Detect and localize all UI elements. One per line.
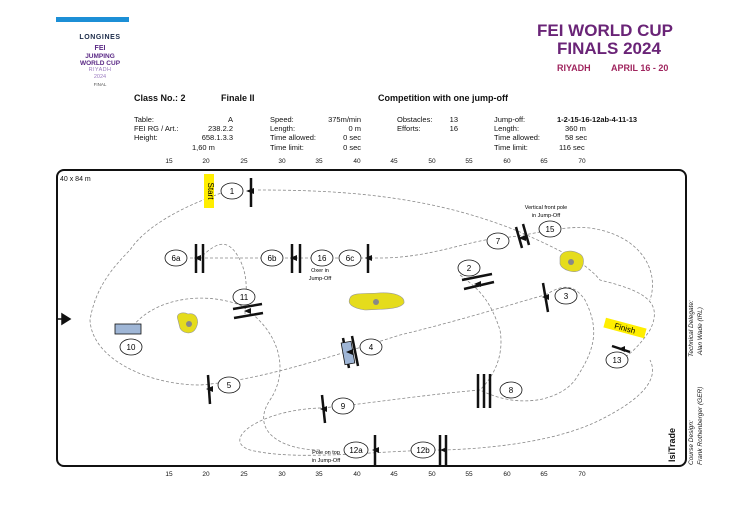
info-col1-labels: Table:FEI RG / Art.:Height: bbox=[134, 115, 179, 143]
technical-delegate-name: Alan Wade (IRL) bbox=[697, 307, 704, 355]
svg-text:Pole on top: Pole on top bbox=[312, 450, 340, 456]
logo-world-cup: WORLD CUP bbox=[79, 60, 121, 67]
scale-tick-label: 40 bbox=[353, 158, 361, 165]
scale-tick-label: 60 bbox=[503, 471, 511, 478]
svg-text:5: 5 bbox=[227, 381, 232, 390]
top-accent-bar bbox=[56, 17, 129, 22]
scale-tick-label: 35 bbox=[315, 471, 323, 478]
svg-text:4: 4 bbox=[369, 343, 374, 352]
finish-flag: Finish bbox=[603, 317, 647, 339]
event-city: RIYADH bbox=[557, 63, 591, 73]
scale-tick-label: 15 bbox=[165, 158, 173, 165]
logo-jumping: JUMPING bbox=[85, 53, 115, 60]
event-title-line2: FINALS 2024 bbox=[557, 39, 661, 58]
svg-text:6c: 6c bbox=[346, 254, 354, 263]
finish-label: Finish bbox=[613, 321, 636, 335]
scale-tick-label: 40 bbox=[353, 471, 361, 478]
svg-text:15: 15 bbox=[546, 225, 555, 234]
svg-text:8: 8 bbox=[509, 386, 514, 395]
svg-text:Jump-Off: Jump-Off bbox=[309, 276, 332, 282]
event-title-line1: FEI WORLD CUP bbox=[537, 21, 673, 40]
svg-text:12a: 12a bbox=[349, 446, 363, 455]
scale-tick-label: 50 bbox=[428, 471, 436, 478]
scale-tick-label: 45 bbox=[390, 471, 398, 478]
svg-text:7: 7 bbox=[496, 237, 501, 246]
scale-tick-label: 55 bbox=[465, 471, 473, 478]
obstacle-poles bbox=[194, 178, 631, 465]
logo-year: 2024 bbox=[93, 74, 107, 80]
arena-size: 40 x 84 m bbox=[60, 176, 91, 183]
svg-text:3: 3 bbox=[564, 292, 569, 301]
scale-tick-label: 65 bbox=[540, 158, 548, 165]
scale-tick-label: 70 bbox=[578, 471, 586, 478]
svg-text:12b: 12b bbox=[416, 446, 430, 455]
jump-off-notes: Vertical front pole in Jump-Off Oxer in … bbox=[309, 205, 568, 464]
scale-tick-label: 30 bbox=[278, 471, 286, 478]
svg-text:Vertical front pole: Vertical front pole bbox=[525, 205, 568, 211]
fei-logo-mark: FEI bbox=[94, 45, 106, 52]
scale-tick-label: 20 bbox=[202, 158, 210, 165]
class-number: Class No.: 2 bbox=[134, 93, 186, 103]
isitrade-logo: IsiTrade bbox=[667, 427, 677, 462]
svg-text:in Jump-Off: in Jump-Off bbox=[532, 213, 561, 219]
designer-name: Frank Rothenberger (GER) bbox=[697, 386, 704, 465]
event-dates: APRIL 16 - 20 bbox=[611, 63, 669, 73]
svg-text:1: 1 bbox=[230, 187, 235, 196]
direction-arrow-icons bbox=[194, 188, 625, 453]
technical-delegate-title: Technical Delegate: bbox=[688, 300, 695, 357]
svg-text:in Jump-Off: in Jump-Off bbox=[312, 458, 341, 464]
entry-arrow-icon bbox=[56, 312, 72, 326]
svg-text:16: 16 bbox=[318, 254, 327, 263]
obstacle-numbers: 1 2 3 4 5 6a 6b 6c 7 8 9 10 11 12a 12b 1… bbox=[127, 187, 622, 455]
scale-tick-label: 35 bbox=[315, 158, 323, 165]
svg-text:6b: 6b bbox=[268, 254, 277, 263]
info-col3-labels: Obstacles:Efforts: bbox=[397, 115, 433, 134]
svg-text:11: 11 bbox=[240, 293, 249, 302]
longines-logo: LONGINES bbox=[79, 34, 121, 41]
scale-tick-label: 15 bbox=[165, 471, 173, 478]
svg-text:10: 10 bbox=[127, 343, 136, 352]
scale-tick-label: 65 bbox=[540, 471, 548, 478]
start-label: Start bbox=[206, 183, 215, 201]
scale-tick-label: 45 bbox=[390, 158, 398, 165]
scale-tick-label: 55 bbox=[465, 158, 473, 165]
class-name: Finale II bbox=[221, 93, 255, 103]
scale-tick-label: 60 bbox=[503, 158, 511, 165]
svg-text:6a: 6a bbox=[172, 254, 181, 263]
logo-final: FINAL bbox=[93, 82, 107, 87]
course-design-credit: Course Design: bbox=[688, 420, 695, 465]
scale-tick-label: 25 bbox=[240, 471, 248, 478]
obstacle-label-ovals bbox=[119, 182, 629, 459]
svg-text:Oxer in: Oxer in bbox=[311, 268, 329, 274]
arena-boundary bbox=[56, 169, 687, 467]
svg-text:9: 9 bbox=[341, 402, 346, 411]
competition-type: Competition with one jump-off bbox=[378, 93, 508, 103]
info-col2-labels: Speed:Length:Time allowed:Time limit: bbox=[270, 115, 316, 152]
scale-tick-label: 25 bbox=[240, 158, 248, 165]
shrub-decoration bbox=[177, 250, 584, 334]
scale-tick-label: 50 bbox=[428, 158, 436, 165]
svg-text:13: 13 bbox=[613, 356, 622, 365]
info-col4-labels: Jump-off:Length:Time allowed:Time limit: bbox=[494, 115, 540, 152]
start-flag: Start bbox=[204, 174, 215, 208]
scale-tick-label: 70 bbox=[578, 158, 586, 165]
scale-tick-label: 20 bbox=[202, 471, 210, 478]
logo-riyadh: RIYADH bbox=[88, 67, 112, 73]
info-col4-values: 1-2-15-16-12ab-4-11-13 360 m 58 sec 116 … bbox=[557, 115, 638, 152]
obstacle-blue-boxes bbox=[114, 323, 356, 366]
svg-text:2: 2 bbox=[467, 264, 472, 273]
course-route bbox=[89, 189, 655, 456]
scale-tick-label: 30 bbox=[278, 158, 286, 165]
